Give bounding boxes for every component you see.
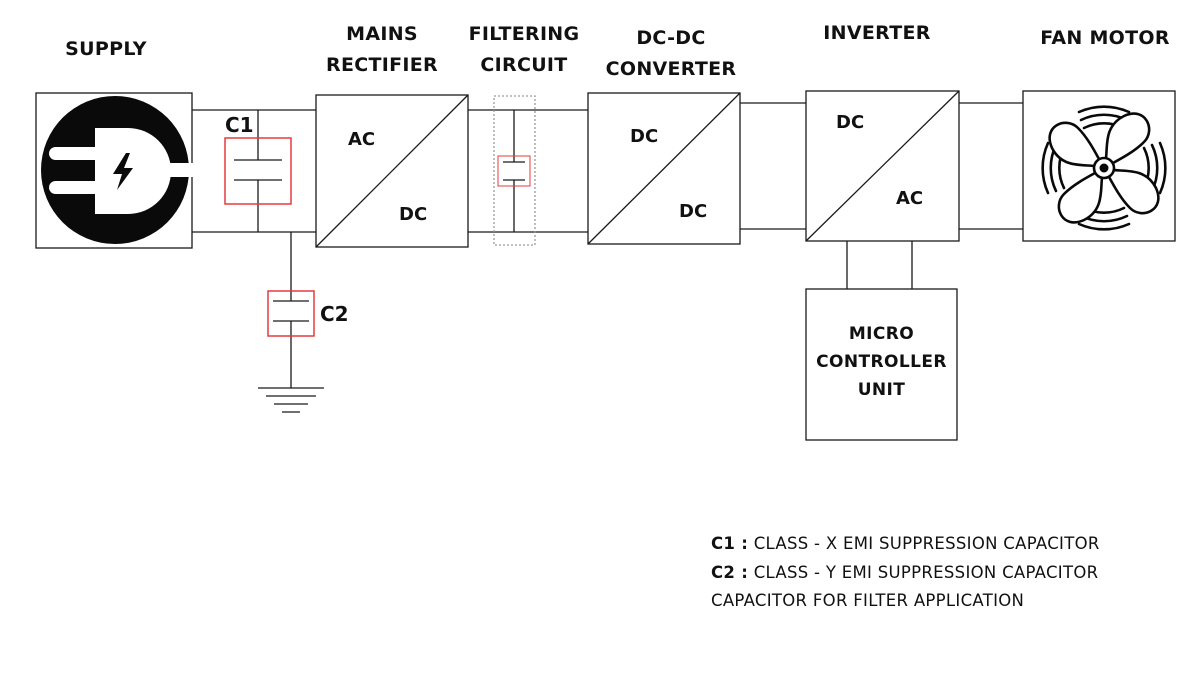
header-filtering-circuit: FILTERING CIRCUIT — [446, 19, 602, 81]
c2-label: C2 — [320, 302, 349, 326]
inverter-input-label: DC — [836, 112, 865, 133]
legend-item: C1 : CLASS - X EMI SUPPRESSION CAPACITOR — [711, 530, 1100, 559]
fan-motor-block — [1022, 90, 1176, 242]
inverter-output-label: AC — [896, 188, 924, 209]
mcu-block — [805, 288, 958, 441]
c2-highlight — [267, 290, 315, 337]
legend: C1 : CLASS - X EMI SUPPRESSION CAPACITOR… — [711, 530, 1100, 616]
filter-block — [493, 95, 536, 246]
header-mains-rectifier: MAINS RECTIFIER — [306, 19, 458, 81]
converter-block — [587, 92, 741, 245]
converter-input-label: DC — [630, 126, 659, 147]
header-filtering-circuit-line1: FILTERING — [468, 23, 580, 45]
rectifier-diagonal — [315, 94, 469, 248]
mcu-label-line3: UNIT — [857, 380, 906, 400]
rectifier-output-label: DC — [399, 204, 428, 225]
c1-highlight — [224, 137, 292, 205]
mcu-label-line2: CONTROLLER — [816, 352, 947, 372]
rectifier-block — [315, 94, 469, 248]
converter-output-label: DC — [679, 201, 708, 222]
legend-key: C2 : — [711, 562, 749, 582]
header-mains-rectifier-line2: RECTIFIER — [326, 54, 438, 76]
filter-cap-highlight — [497, 155, 531, 187]
legend-item: C2 : CLASS - Y EMI SUPPRESSION CAPACITOR — [711, 559, 1100, 588]
legend-text: CLASS - Y EMI SUPPRESSION CAPACITOR — [753, 562, 1099, 582]
plug-icon — [41, 96, 193, 244]
header-dc-dc-converter: DC-DC CONVERTER — [590, 23, 752, 85]
header-mains-rectifier-line1: MAINS — [346, 23, 418, 45]
c1-label: C1 — [225, 113, 254, 137]
header-inverter: INVERTER — [823, 22, 931, 44]
rectifier-input-label: AC — [348, 129, 376, 150]
header-dc-dc-converter-line1: DC-DC — [636, 27, 706, 49]
mcu-label: MICRO CONTROLLER UNIT — [806, 320, 957, 404]
legend-item: CAPACITOR FOR FILTER APPLICATION — [711, 587, 1100, 616]
legend-key: C1 : — [711, 534, 749, 553]
header-filtering-circuit-line2: CIRCUIT — [480, 54, 568, 76]
header-fan-motor: FAN MOTOR — [1040, 27, 1170, 49]
header-dc-dc-converter-line2: CONVERTER — [605, 58, 737, 80]
converter-diagonal — [587, 92, 741, 245]
legend-text: CLASS - X EMI SUPPRESSION CAPACITOR — [753, 534, 1100, 553]
inverter-block — [805, 90, 960, 242]
fan-icon — [1041, 105, 1167, 231]
inverter-diagonal — [805, 90, 960, 242]
legend-text: CAPACITOR FOR FILTER APPLICATION — [711, 591, 1025, 610]
mcu-label-line1: MICRO — [848, 324, 915, 344]
header-supply: SUPPLY — [65, 38, 147, 60]
ground-icon — [258, 387, 324, 413]
